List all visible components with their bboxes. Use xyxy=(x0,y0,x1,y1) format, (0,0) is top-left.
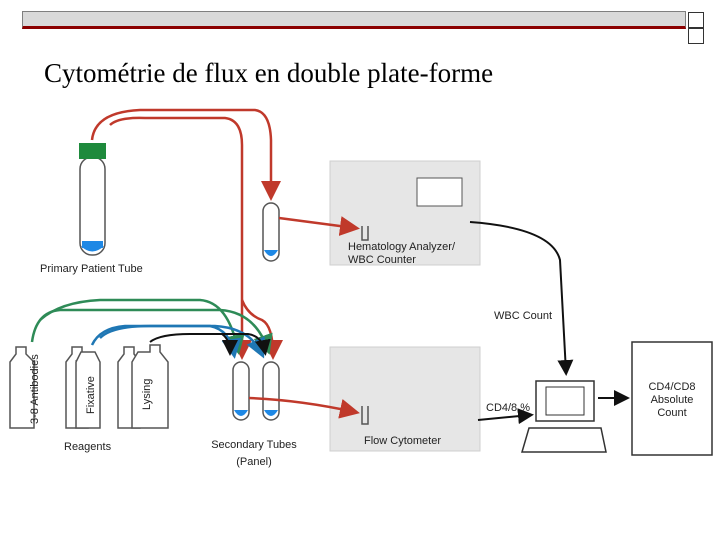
arrow-primary-to-hematology-tube xyxy=(90,108,281,201)
secondary-tubes xyxy=(232,361,280,421)
cytometer-sample-port xyxy=(361,406,369,425)
arrow-fixative-to-tube-1 xyxy=(99,324,242,359)
label-lysing: Lysing xyxy=(141,379,153,410)
hematology-display xyxy=(416,177,463,207)
label-absolute-line3: Count xyxy=(657,407,686,419)
arrow-lysing-to-tubes xyxy=(149,333,238,356)
primary-patient-tube xyxy=(79,143,106,256)
label-flow-cytometer: Flow Cytometer xyxy=(364,435,441,447)
label-hematology-line2: WBC Counter xyxy=(348,254,416,266)
arrow-primary-to-secondary-tubes xyxy=(109,116,252,360)
label-absolute-line1: CD4/CD8 xyxy=(648,381,695,393)
label-fixative: Fixative xyxy=(85,376,97,414)
hematology-sample-port xyxy=(361,226,369,241)
arrow-wbc-count xyxy=(469,221,574,376)
antibodies-bottle xyxy=(9,346,35,429)
label-reagents: Reagents xyxy=(64,441,112,453)
top-bar xyxy=(22,11,686,29)
arrow-tube-to-hematology xyxy=(278,216,360,236)
label-antibodies: 3-8 Antibodies xyxy=(29,354,41,424)
arrow-cd4-to-computer xyxy=(477,408,534,425)
arrow-lysing-to-tube-2 xyxy=(190,333,271,356)
absolute-count-box xyxy=(631,341,713,456)
label-cd4-percent: CD4/8 % xyxy=(486,402,530,414)
label-secondary-line2: (Panel) xyxy=(236,456,271,468)
corner-box-bottom xyxy=(688,28,704,44)
label-primary-tube: Primary Patient Tube xyxy=(40,263,143,275)
fixative-bottle-2 xyxy=(75,351,101,429)
label-absolute-line2: Absolute xyxy=(651,394,694,406)
label-wbc-count: WBC Count xyxy=(494,310,552,322)
computer-icon xyxy=(521,380,607,453)
lysing-bottle xyxy=(117,344,169,429)
arrow-secondary-to-cytometer xyxy=(248,396,360,419)
arrow-antibodies-to-tube-1 xyxy=(39,298,245,355)
label-hematology-line1: Hematology Analyzer/ xyxy=(348,241,456,253)
flow-cytometer-box xyxy=(329,346,481,452)
hematology-transfer-tube xyxy=(262,202,280,262)
corner-box-top xyxy=(688,12,704,28)
label-secondary-line1: Secondary Tubes xyxy=(211,439,297,451)
slide-title: Cytométrie de flux en double plate-forme xyxy=(44,58,494,88)
